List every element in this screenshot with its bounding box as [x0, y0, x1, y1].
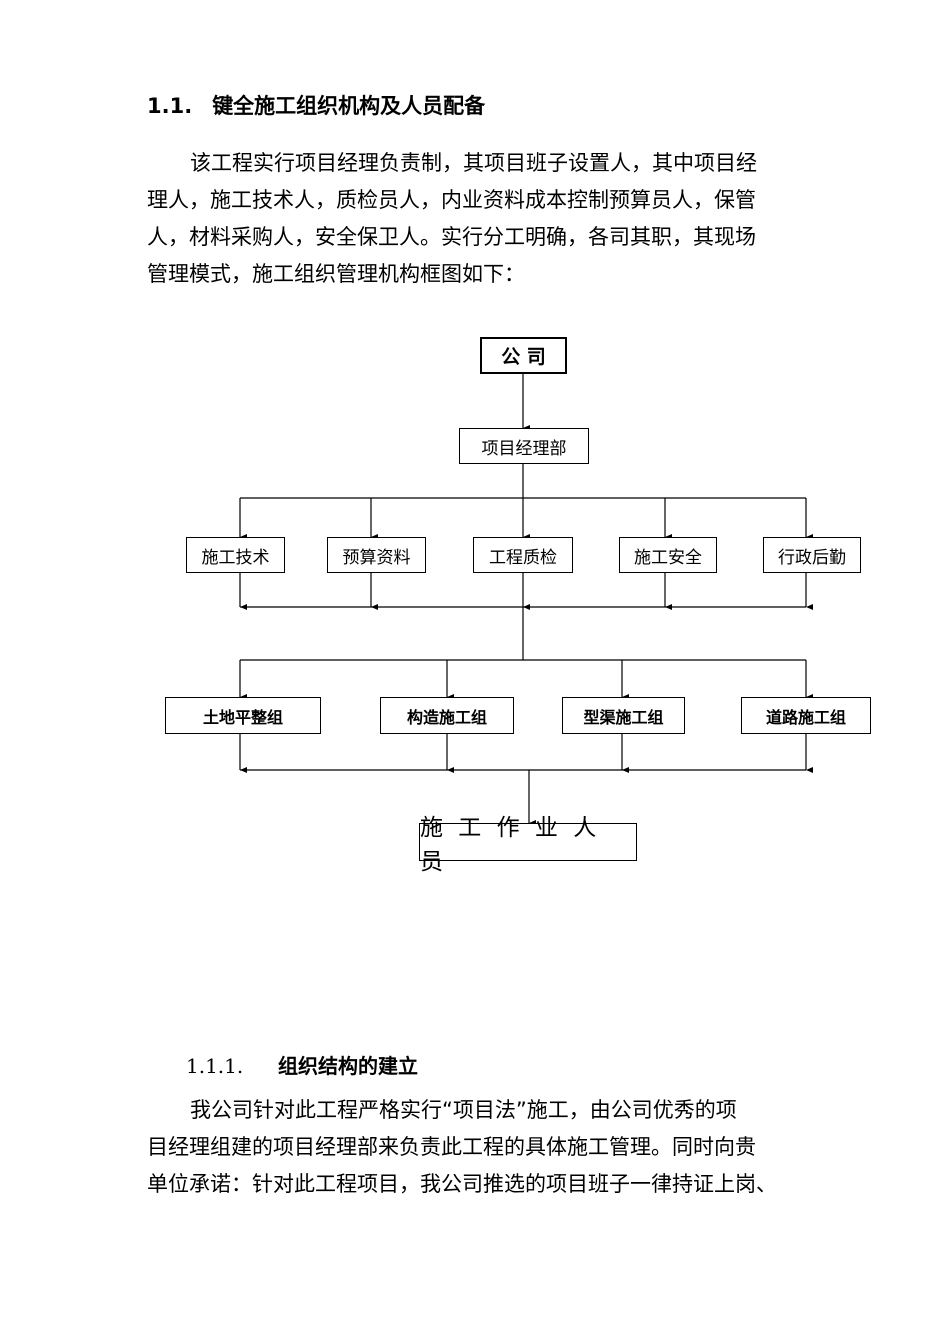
org-box-company: 公 司: [480, 337, 567, 374]
org-box-department: 行政后勤: [763, 537, 861, 573]
subsection-heading: 1.1.1. 组织结构的建立: [186, 1050, 418, 1079]
paragraph-line: 人，材料采购人，安全保卫人。实行分工明确，各司其职，其现场: [147, 225, 756, 249]
intro-paragraph: 该工程实行项目经理负责制，其项目班子设置人，其中项目经 理人，施工技术人，质检员…: [147, 145, 817, 295]
paragraph-line: 理人，施工技术人，质检员人，内业资料成本控制预算员人，保管: [147, 188, 756, 212]
org-box-team: 型渠施工组: [562, 697, 685, 734]
org-box-project-management: 项目经理部: [459, 428, 589, 464]
section-heading: 1.1. 键全施工组织机构及人员配备: [147, 90, 485, 120]
heading-title: 键全施工组织机构及人员配备: [212, 94, 486, 118]
paragraph-line: 我公司针对此工程严格实行“项目法”施工，由公司优秀的项: [190, 1098, 737, 1122]
org-box-workers: 施 工 作 业 人 员: [419, 815, 637, 875]
org-box-department: 施工技术: [186, 537, 285, 573]
org-box-team: 道路施工组: [741, 697, 871, 734]
org-box-team: 构造施工组: [380, 697, 514, 734]
subheading-title: 组织结构的建立: [278, 1054, 418, 1078]
org-structure-paragraph: 我公司针对此工程严格实行“项目法”施工，由公司优秀的项 目经理组建的项目经理部来…: [147, 1092, 817, 1212]
subheading-number: 1.1.1.: [186, 1054, 244, 1078]
org-box-department: 预算资料: [327, 537, 426, 573]
paragraph-line: 目经理组建的项目经理部来负责此工程的具体施工管理。同时向贵: [147, 1135, 756, 1159]
heading-number: 1.1.: [147, 94, 193, 118]
org-box-department: 工程质检: [473, 537, 573, 573]
paragraph-line: 单位承诺：针对此工程项目，我公司推选的项目班子一律持证上岗、: [147, 1172, 777, 1196]
org-box-team: 土地平整组: [165, 697, 321, 734]
paragraph-line: 管理模式，施工组织管理机构框图如下：: [147, 262, 525, 286]
org-box-department: 施工安全: [619, 537, 717, 573]
paragraph-line: 该工程实行项目经理负责制，其项目班子设置人，其中项目经: [190, 151, 757, 175]
